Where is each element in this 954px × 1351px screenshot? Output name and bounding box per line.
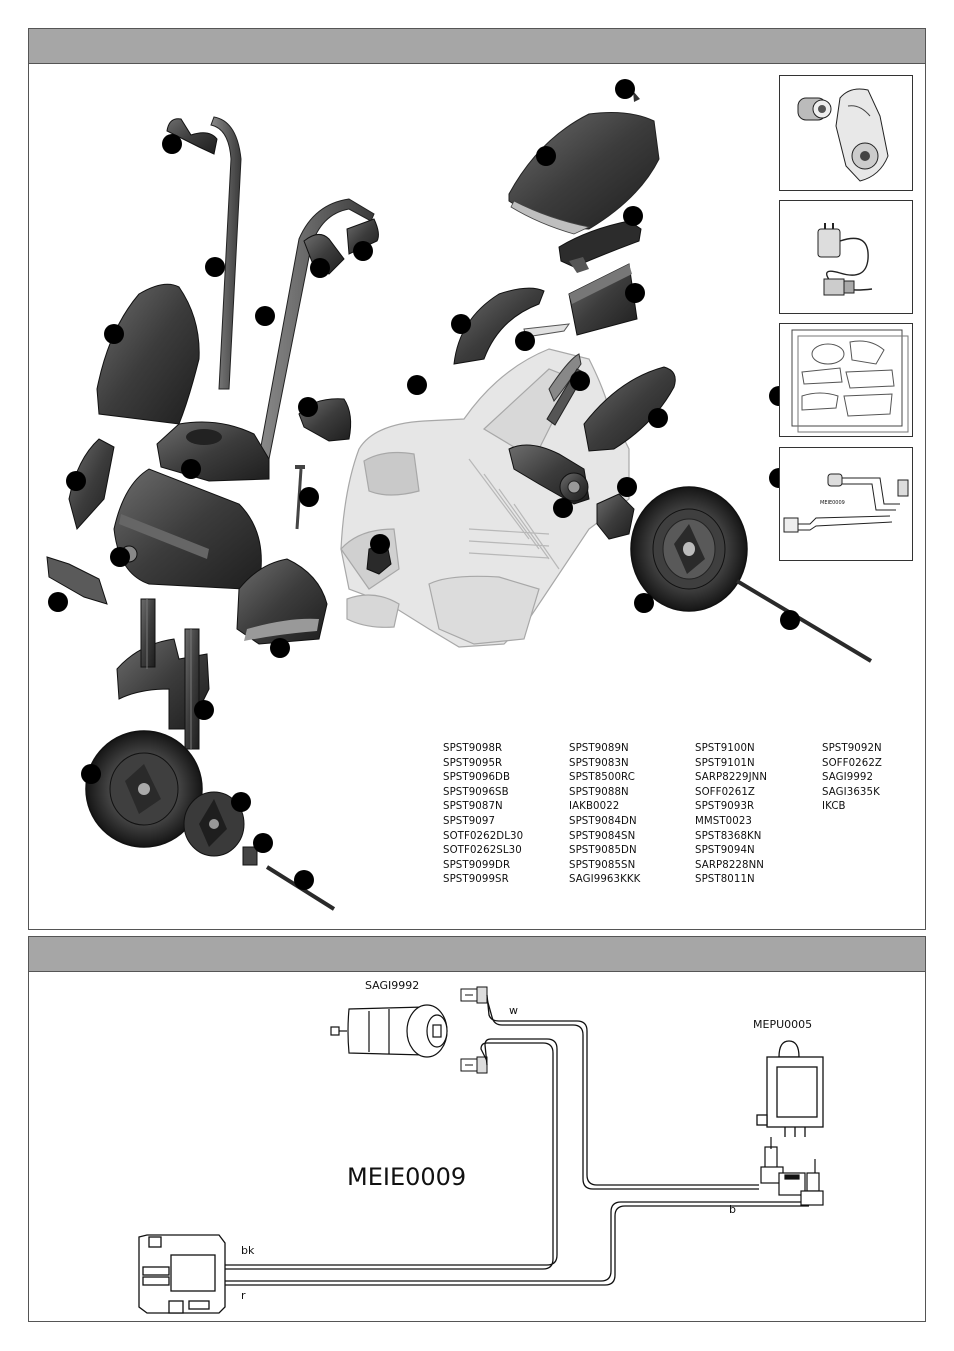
- switch-terminal-block: [760, 1137, 824, 1206]
- motor-connector-top: [460, 986, 488, 1004]
- parts-list-column-1: SPST9098R SPST9095R SPST9096DB SPST9096S…: [443, 742, 523, 888]
- part-number: SAGI9992: [822, 772, 874, 784]
- part-number: SPST9088N: [569, 786, 629, 798]
- battery-icon: [138, 1234, 226, 1314]
- front-fairing: [113, 468, 262, 590]
- wiring-diagram-panel: SAGI9992 w MEPU0005 MEIE0009 b bk r: [28, 936, 926, 1322]
- part-number: SOFF0261Z: [695, 786, 756, 798]
- handlebar-grip-left: [166, 118, 218, 155]
- rear-right-wheel: [630, 486, 748, 612]
- part-number: MMST0023: [695, 815, 752, 827]
- switch-icon: [756, 1040, 824, 1137]
- part-number: SPST9098R: [443, 743, 503, 754]
- part-number: SPST9096DB: [443, 772, 511, 784]
- parts-panel-header-bar: [29, 29, 925, 64]
- wire-label-white: w: [509, 1004, 518, 1017]
- part-number: SPST9083N: [569, 757, 629, 769]
- part-number: SPST9084DN: [569, 815, 637, 827]
- inset-motor: [779, 75, 913, 191]
- wheel-bushing: [242, 846, 258, 866]
- motor-connector-bottom: [460, 1056, 488, 1074]
- motor-icon: [330, 1004, 448, 1058]
- part-number: SAGI3635K: [822, 786, 880, 798]
- wiring-diagram-drawing: [138, 986, 824, 1314]
- part-number: SPST9087N: [443, 801, 503, 813]
- steering-column-left: [210, 116, 242, 390]
- rear-axle: [735, 579, 873, 663]
- part-number: SPST9101N: [695, 757, 755, 769]
- part-number: SOFF0262Z: [822, 757, 883, 769]
- exploded-view-drawing: [46, 79, 873, 911]
- windscreen: [96, 283, 200, 425]
- part-number: SPST9089N: [569, 743, 629, 754]
- part-number: SPST9099DR: [443, 859, 511, 871]
- part-number: SPST9096SB: [443, 786, 509, 798]
- part-number: SPST9084SN: [569, 830, 636, 842]
- steering-bolt: [295, 468, 303, 530]
- part-number: SPST9095R: [443, 757, 503, 769]
- part-number: SPST9093R: [695, 801, 755, 813]
- exploded-parts-panel: MEIE0009 SPST9098R SPST9095R SPST9096DB …: [28, 28, 926, 930]
- part-number: SPST9099SR: [443, 874, 509, 886]
- part-number: SPST8500RC: [569, 772, 635, 784]
- inset-charger: [779, 200, 913, 314]
- motor-label: SAGI9992: [365, 979, 420, 992]
- wire-label-black: bk: [241, 1244, 255, 1257]
- parts-list-column-2: SPST9089N SPST9083N SPST8500RC SPST9088N…: [569, 742, 640, 888]
- wires: [225, 994, 809, 1286]
- part-number: IKCB: [822, 801, 846, 813]
- wire-label-blue: b: [729, 1203, 736, 1216]
- front-wheel: [85, 730, 203, 848]
- part-number: SPST9092N: [822, 743, 882, 754]
- part-number: SARP8229JNN: [695, 772, 768, 784]
- part-number: SPST8368KN: [695, 830, 762, 842]
- part-number: SOTF0262DL30: [443, 830, 524, 842]
- wiring-panel-header-bar: [29, 937, 925, 972]
- part-number: SPST9085DN: [569, 845, 637, 857]
- part-number: SPST9100N: [695, 743, 755, 754]
- part-number: SPST9097: [443, 815, 496, 827]
- inset-harness-label: MEIE0009: [820, 500, 845, 506]
- right-wheel-hub: [596, 493, 635, 540]
- part-number: IAKB0022: [569, 801, 620, 813]
- hub-cap: [183, 791, 245, 857]
- part-number: SPST9094N: [695, 845, 755, 857]
- parts-list-column-4: SPST9092N SOFF0262Z SAGI9992 SAGI3635K I…: [822, 742, 882, 815]
- wire-label-red: r: [241, 1289, 246, 1302]
- left-lower-panel: [46, 556, 108, 605]
- inset-decal-sheet: [779, 323, 913, 437]
- parts-list-column-3: SPST9100N SPST9101N SARP8229JNN SOFF0261…: [695, 742, 767, 888]
- part-number: SOTF0262SL30: [443, 845, 522, 857]
- harness-label: MEIE0009: [347, 1163, 467, 1191]
- part-number: SAGI9963KKK: [569, 874, 641, 886]
- inset-wiring-harness: MEIE0009: [779, 447, 913, 561]
- part-number: SPST8011N: [695, 874, 755, 886]
- part-number: SARP8228NN: [695, 859, 765, 871]
- front-fork: [116, 598, 210, 750]
- side-cover-lower: [583, 366, 676, 452]
- switch-label: MEPU0005: [753, 1018, 813, 1031]
- part-number: SPST9085SN: [569, 859, 636, 871]
